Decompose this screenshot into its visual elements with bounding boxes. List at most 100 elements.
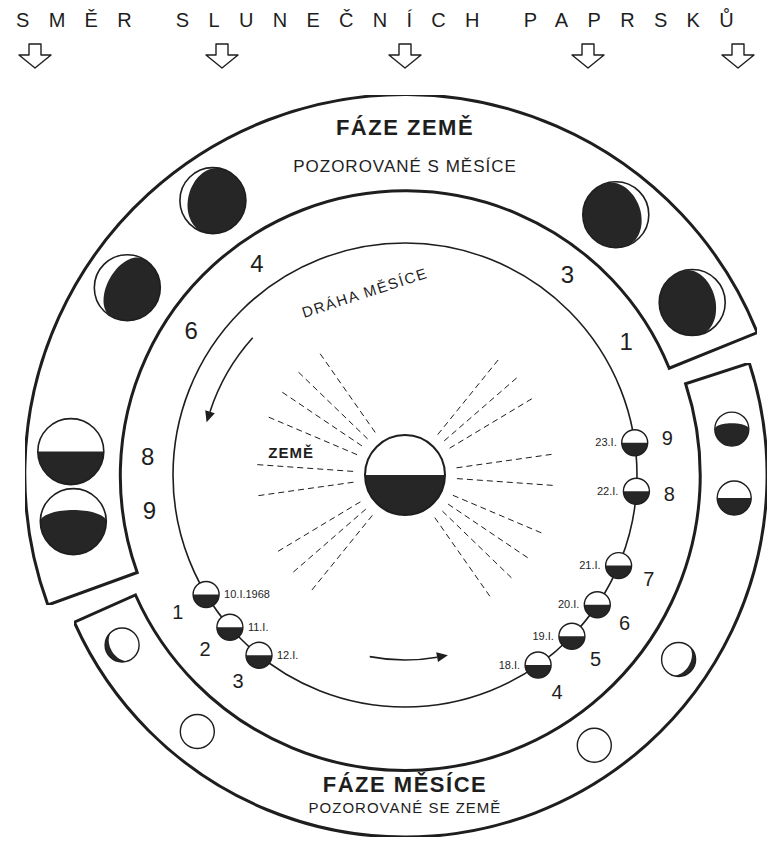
lit-side bbox=[622, 430, 648, 443]
date-label: 19.I. bbox=[533, 631, 554, 642]
sight-line bbox=[450, 398, 534, 449]
lit-side bbox=[605, 182, 649, 246]
lit-side bbox=[193, 582, 219, 595]
date-label: 20.I. bbox=[558, 599, 579, 610]
phase-outline bbox=[94, 255, 160, 321]
moon-position bbox=[606, 553, 632, 579]
arrow-head bbox=[436, 652, 448, 662]
phase-outline bbox=[659, 270, 725, 336]
sight-line bbox=[255, 465, 353, 472]
lit-side bbox=[246, 642, 272, 655]
phase-outline bbox=[217, 614, 243, 640]
orbit-label: DRÁHA MĚSÍCE bbox=[300, 265, 430, 320]
position-number: 5 bbox=[590, 649, 601, 669]
sight-line bbox=[457, 454, 554, 468]
moon-phase bbox=[180, 715, 214, 749]
sun-ray-arrow bbox=[206, 44, 238, 68]
dark-side bbox=[217, 614, 243, 640]
sight-line bbox=[276, 502, 360, 553]
phase-outline bbox=[715, 412, 749, 446]
position-number: 9 bbox=[143, 499, 156, 523]
dark-side bbox=[525, 652, 551, 678]
moon-position bbox=[217, 614, 243, 640]
moon-position bbox=[525, 652, 551, 678]
sight-line bbox=[457, 479, 555, 486]
sun-ray-arrow bbox=[572, 44, 604, 68]
phase-outline bbox=[583, 182, 649, 248]
dark-side bbox=[38, 419, 104, 485]
dark-side bbox=[577, 728, 611, 762]
moon-position bbox=[584, 592, 610, 618]
lit-side bbox=[715, 412, 749, 429]
position-number: 3 bbox=[233, 671, 244, 691]
phase-outline bbox=[584, 592, 610, 618]
arrow-head bbox=[205, 410, 215, 422]
date-label: 23.I. bbox=[595, 437, 616, 448]
dark-side bbox=[180, 168, 246, 234]
moon-position bbox=[246, 642, 272, 668]
phase-outline bbox=[525, 652, 551, 678]
band-border bbox=[74, 363, 767, 837]
sun-ray-arrow bbox=[722, 44, 754, 68]
lit-side bbox=[365, 435, 445, 475]
dark-side bbox=[246, 642, 272, 668]
dark-side bbox=[662, 643, 696, 677]
date-label: 22.I. bbox=[597, 486, 618, 497]
dark-side bbox=[40, 489, 106, 555]
phase-outline bbox=[38, 419, 104, 485]
lit-side bbox=[180, 168, 222, 233]
moon-position bbox=[622, 430, 648, 456]
band-border bbox=[25, 95, 757, 605]
phase-outline bbox=[559, 623, 585, 649]
sight-line bbox=[444, 377, 518, 441]
lit-side bbox=[180, 715, 214, 749]
phase-band: FÁZE ZEMĚ POZOROVANÉ S MĚSÍCE bbox=[25, 95, 757, 605]
sight-line bbox=[319, 352, 375, 432]
lit-side bbox=[717, 481, 751, 498]
dark-side bbox=[105, 628, 139, 662]
dark-side bbox=[623, 478, 649, 504]
date-label: 11.I. bbox=[248, 622, 269, 633]
lit-side bbox=[217, 614, 243, 627]
position-number: 7 bbox=[643, 569, 654, 589]
moon-position bbox=[193, 582, 219, 608]
sight-line bbox=[292, 509, 366, 573]
dark-side bbox=[715, 412, 749, 446]
earth-phase bbox=[38, 419, 104, 485]
lit-side bbox=[38, 419, 104, 452]
moon-phase bbox=[715, 412, 749, 446]
lit-side bbox=[684, 270, 726, 335]
lit-side bbox=[40, 489, 106, 522]
moon-phase bbox=[662, 643, 696, 677]
position-number: 2 bbox=[199, 639, 210, 659]
dark-side bbox=[606, 553, 632, 579]
sight-line bbox=[438, 358, 500, 434]
sun-ray-arrow bbox=[389, 44, 421, 68]
moon-position bbox=[623, 478, 649, 504]
position-number: 6 bbox=[619, 613, 630, 633]
position-number: 3 bbox=[561, 263, 574, 287]
orbit-direction-arrow bbox=[210, 338, 253, 412]
position-number: 8 bbox=[664, 484, 675, 504]
sight-line bbox=[257, 482, 354, 496]
band-heading: FÁZE ZEMĚ bbox=[336, 117, 474, 139]
lit-side bbox=[559, 623, 585, 636]
phase-outline bbox=[246, 642, 272, 668]
phase-outline bbox=[180, 715, 214, 749]
dark-side bbox=[659, 270, 725, 336]
dark-side bbox=[717, 481, 751, 515]
dark-side bbox=[365, 435, 445, 515]
moon-orbit bbox=[173, 243, 637, 707]
sight-line bbox=[435, 518, 491, 598]
earth-phase bbox=[94, 255, 160, 321]
lit-side bbox=[525, 652, 551, 665]
phase-outline bbox=[193, 582, 219, 608]
phase-outline bbox=[180, 168, 246, 234]
lit-side bbox=[94, 255, 144, 317]
position-number: 4 bbox=[551, 682, 562, 702]
orbit-direction-arrow bbox=[370, 657, 437, 660]
band-subheading: POZOROVANÉ S MĚSÍCE bbox=[293, 158, 517, 175]
phase-outline bbox=[622, 430, 648, 456]
dark-side bbox=[193, 582, 219, 608]
earth-phase bbox=[659, 270, 725, 336]
